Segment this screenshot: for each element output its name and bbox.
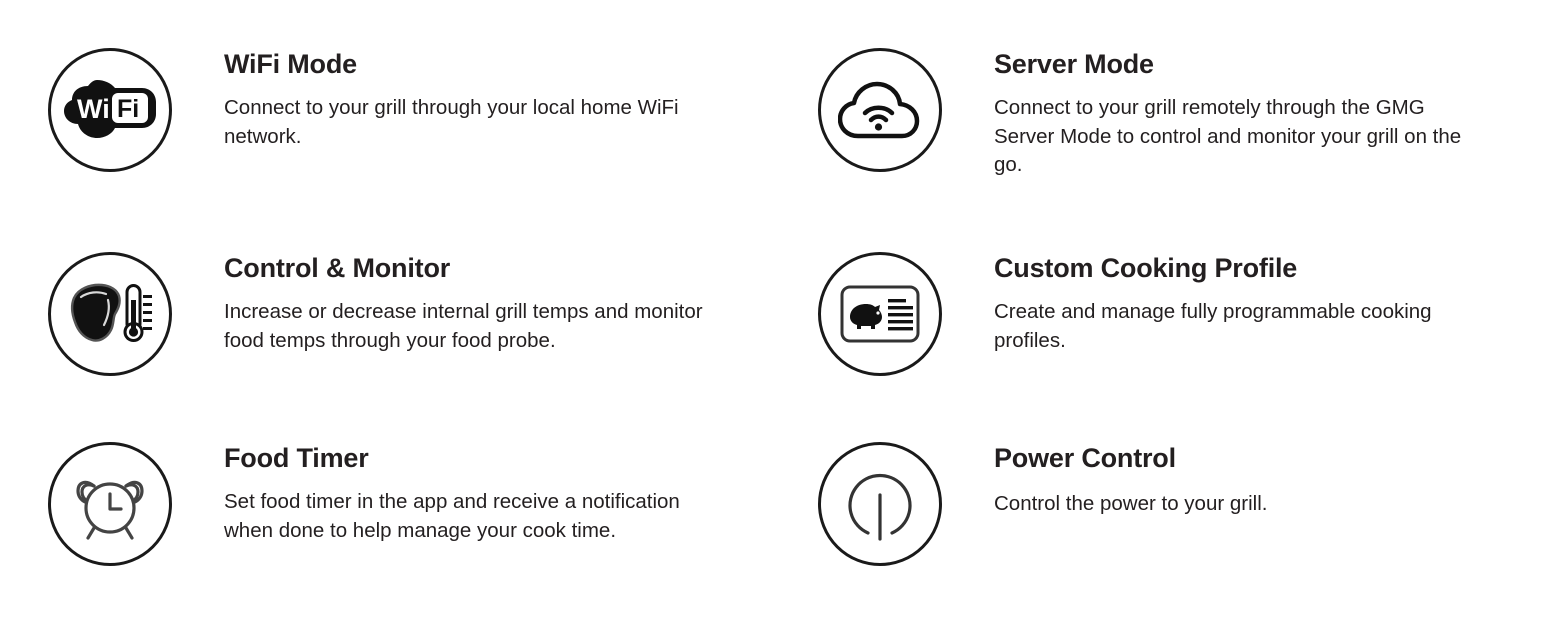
feature-text-block: WiFi Mode Connect to your grill through … [224,48,724,151]
feature-title: Food Timer [224,443,369,473]
feature-title: Server Mode [994,49,1154,79]
feature-text-block: Custom Cooking Profile Create and manage… [994,252,1464,355]
feature-description: Set food timer in the app and receive a … [224,490,680,542]
feature-title: Control & Monitor [224,253,451,283]
feature-wifi-mode: Wi Fi WiFi Mode Connect to your grill th… [48,48,724,172]
recipe-card-pig-icon [818,252,942,376]
feature-power-control: Power Control Control the power to your … [818,442,1267,566]
feature-title: Custom Cooking Profile [994,253,1298,283]
wifi-icon-wi-label: Wi [77,94,110,124]
meat-thermometer-icon [48,252,172,376]
cloud-wifi-icon [818,48,942,172]
feature-description: Create and manage fully programmable coo… [994,300,1432,352]
feature-text-block: Control & Monitor Increase or decrease i… [224,252,724,355]
feature-description: Control the power to your grill. [994,492,1268,515]
feature-description: Increase or decrease internal grill temp… [224,300,703,352]
feature-text-block: Food Timer Set food timer in the app and… [224,442,724,545]
feature-title: Power Control [994,443,1176,473]
feature-control-monitor: Control & Monitor Increase or decrease i… [48,252,724,376]
feature-custom-cooking-profile: Custom Cooking Profile Create and manage… [818,252,1464,376]
feature-description: Connect to your grill remotely through t… [994,96,1462,176]
feature-server-mode: Server Mode Connect to your grill remote… [818,48,1464,180]
feature-description: Connect to your grill through your local… [224,96,679,148]
alarm-clock-icon [48,442,172,566]
wifi-icon-fi-label: Fi [117,95,139,123]
feature-text-block: Server Mode Connect to your grill remote… [994,48,1464,180]
feature-title: WiFi Mode [224,49,357,79]
feature-text-block: Power Control Control the power to your … [994,442,1267,519]
power-button-icon [818,442,942,566]
feature-food-timer: Food Timer Set food timer in the app and… [48,442,724,566]
wifi-logo-icon: Wi Fi [48,48,172,172]
